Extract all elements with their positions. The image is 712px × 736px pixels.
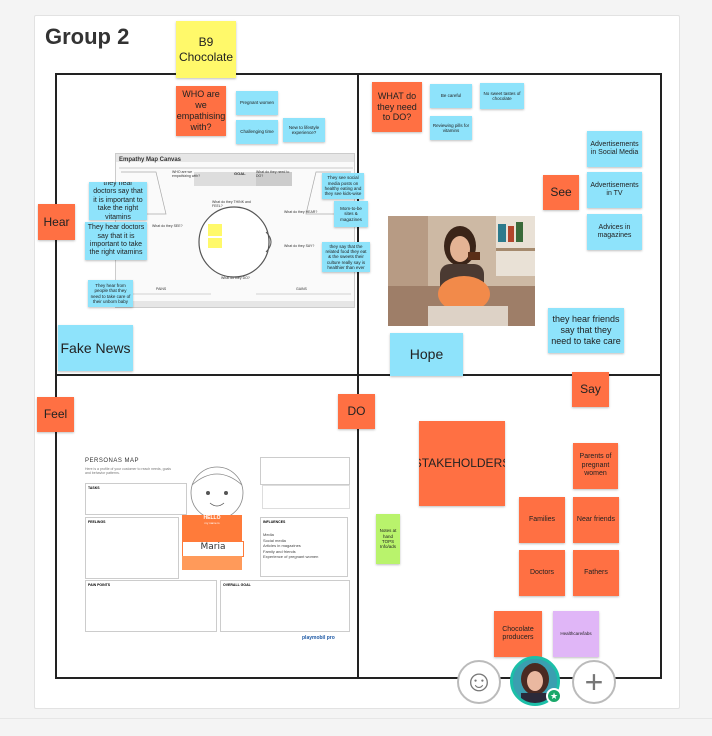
sticky-doctors[interactable]: Doctors	[519, 550, 565, 596]
sticky-friends-care[interactable]: they hear friends say that they need to …	[548, 308, 624, 353]
empathy-q1: WHO are we empathizing with?	[172, 170, 201, 178]
star-icon: ★	[549, 690, 559, 701]
sticky-ads-social[interactable]: Advertisements in Social Media	[587, 131, 642, 167]
sticky-say[interactable]: Say	[572, 372, 609, 407]
sticky-b9-chocolate[interactable]: B9 Chocolate	[176, 21, 236, 78]
sticky-hope[interactable]: Hope	[390, 333, 463, 376]
sticky-what-do[interactable]: WHAT do they need to DO?	[372, 82, 422, 132]
persona-influence-5: Experience of pregnant women	[263, 554, 319, 560]
sticky-hear-people[interactable]: They hear from people that they need to …	[88, 280, 133, 307]
persona-pain-points: PAIN POINTS	[88, 583, 111, 587]
sticky-ads-tv[interactable]: Advertisements in TV	[587, 172, 642, 208]
sticky-fathers[interactable]: Fathers	[573, 550, 619, 596]
sticky-who[interactable]: WHO are we empathising with?	[176, 86, 226, 136]
sticky-fake-news[interactable]: Fake News	[58, 325, 133, 371]
persona-influence-1: Media	[263, 532, 274, 537]
persona-tasks: TASKS	[88, 486, 100, 490]
empathy-q3: What do they SEE?	[152, 224, 183, 228]
sticky-challenging-time[interactable]: Challenging time	[236, 120, 278, 144]
sticky-families[interactable]: Families	[519, 497, 565, 543]
empathy-pains: PAINS	[156, 287, 167, 291]
empathy-map-canvas[interactable]: Empathy Map Canvas WHO are we empathizin…	[115, 153, 355, 308]
grid-horizontal-divider	[55, 374, 662, 376]
footer-bar	[0, 718, 712, 736]
persona-influence-4: Family and friends	[263, 548, 296, 554]
empathy-map-title: Empathy Map Canvas	[119, 157, 182, 163]
persona-overall-goal: OVERALL GOAL	[223, 583, 251, 587]
persona-title: PERSONAS MAP	[85, 458, 140, 464]
sticky-social-media-posts[interactable]: They see social media posts on healthy e…	[322, 173, 364, 199]
sticky-near-friends[interactable]: Near friends	[573, 497, 619, 543]
avatar-star-badge: ★	[546, 688, 562, 704]
empathy-q7: What do they THINK and FEEL?	[212, 200, 251, 208]
empathy-goal: GOAL	[234, 171, 246, 176]
sticky-hear-doctors-1[interactable]: they hear doctors say that it is importa…	[89, 182, 147, 220]
sticky-green-note[interactable]: Notes at hand TOPS Info/ads	[376, 514, 400, 564]
persona-influence-2: Social media	[263, 537, 286, 543]
emoji-reaction-button[interactable]: ☺	[457, 660, 501, 704]
smiley-icon: ☺	[463, 665, 495, 698]
empathy-gains: GAINS	[296, 287, 307, 291]
empathy-q6: What do they HEAR?	[284, 210, 318, 214]
sticky-pregnant-women[interactable]: Pregnant women	[236, 91, 278, 115]
sticky-feel[interactable]: Feel	[37, 397, 74, 432]
add-button[interactable]: +	[572, 660, 616, 704]
persona-logo: playmobil pro	[302, 635, 335, 641]
persona-name: Maria	[182, 541, 244, 557]
empathy-q5: What do they DO?	[221, 276, 250, 280]
sticky-new-to[interactable]: New to lifestyle experience?	[283, 118, 325, 142]
sticky-chocolate-producers[interactable]: Chocolate producers	[494, 611, 542, 657]
sticky-healthcare[interactable]: Healthcare/labs	[553, 611, 599, 657]
sticky-hear[interactable]: Hear	[38, 204, 75, 240]
sticky-stakeholders[interactable]: STAKEHOLDERS	[419, 421, 505, 506]
persona-my-name-is: my name is	[204, 521, 220, 525]
pregnant-woman-photo[interactable]	[388, 216, 535, 326]
sticky-be-careful[interactable]: Be careful	[430, 84, 472, 108]
sticky-mom-sites[interactable]: Mom-to-be sites & magazines	[334, 201, 368, 227]
sticky-do[interactable]: DO	[338, 394, 375, 429]
persona-hello: HELLO	[203, 515, 221, 521]
grid-vertical-divider	[357, 73, 359, 679]
persona-feelings: FEELINGS	[88, 520, 106, 524]
persona-subtitle: Here is a profile of your customer to re…	[85, 467, 171, 475]
user-avatar[interactable]	[510, 656, 560, 706]
persona-map[interactable]: PERSONAS MAP Here is a profile of your c…	[82, 455, 352, 655]
sticky-hear-doctors-2[interactable]: They hear doctors say that it is importa…	[85, 222, 147, 260]
plus-icon: +	[584, 664, 604, 700]
persona-influence-3: Articles in magazines	[263, 543, 301, 549]
sticky-parents[interactable]: Parents of pregnant women	[573, 443, 618, 489]
empathy-q4: What do they SAY?	[284, 244, 315, 248]
persona-influences: INFLUENCES	[263, 520, 286, 524]
sticky-sweets-culture[interactable]: they say that the related food they eat …	[322, 242, 370, 272]
sticky-advices[interactable]: Advices in magazines	[587, 214, 642, 250]
empathy-q2: What do they need to DO?	[256, 170, 290, 178]
board-title: Group 2	[45, 24, 130, 49]
sticky-see[interactable]: See	[543, 175, 579, 210]
sticky-vitamins[interactable]: Reviewing pills for vitamins	[430, 116, 472, 140]
sticky-no-sweet[interactable]: No sweet tastes of chocolate	[480, 83, 524, 109]
